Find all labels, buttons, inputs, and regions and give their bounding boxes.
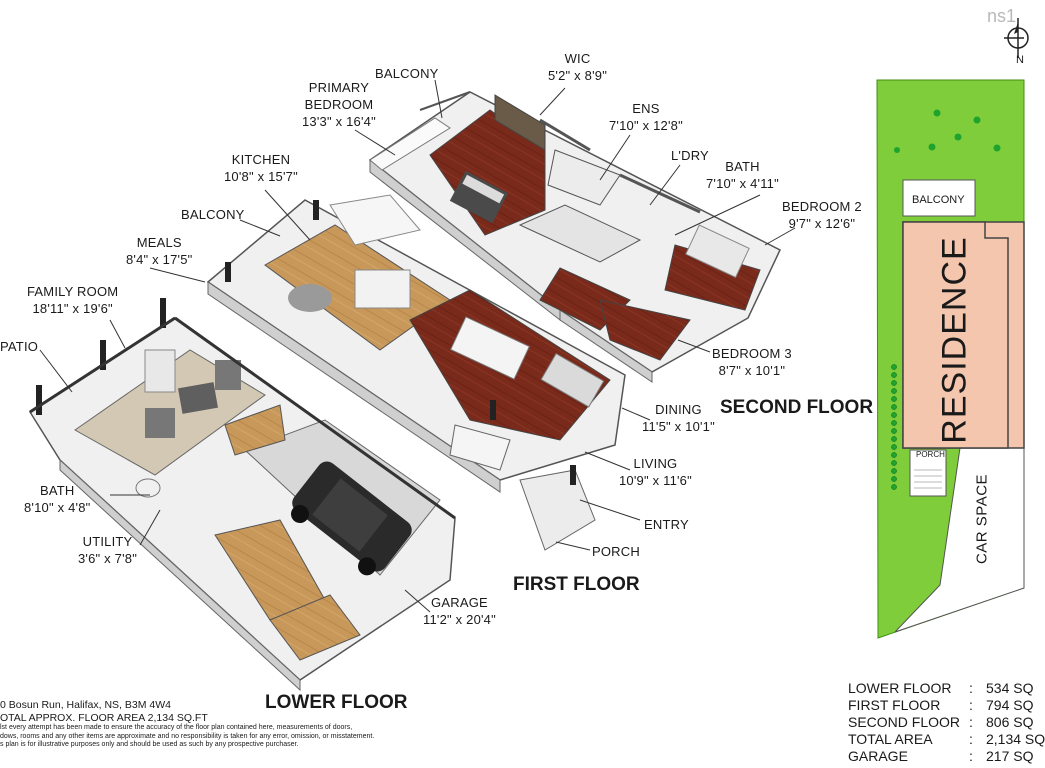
area-row-first: FIRST FLOOR : 794 SQ <box>848 697 1045 714</box>
room-dims: 10'8" x 15'7" <box>224 169 298 184</box>
site-balcony-label: BALCONY <box>912 194 965 206</box>
first-floor-plan <box>206 194 626 551</box>
room-label-ensuite: ENS 7'10" x 12'8" <box>609 100 683 134</box>
room-label-balcony-first: BALCONY <box>181 206 245 223</box>
area-separator: : <box>969 680 973 696</box>
footer-info: 0 Bosun Run, Halifax, NS, B3M 4W4 OTAL A… <box>0 699 374 750</box>
property-address: 0 Bosun Run, Halifax, NS, B3M 4W4 <box>0 699 171 711</box>
area-separator: : <box>969 714 973 730</box>
room-name: PATIO <box>0 339 39 354</box>
area-value: 794 SQ <box>986 697 1034 713</box>
area-value: 217 SQ <box>986 748 1034 764</box>
room-label-bath-lower: BATH 8'10" x 4'8" <box>24 482 90 516</box>
floor-title-first: FIRST FLOOR <box>513 574 640 595</box>
room-name: WIC <box>564 51 591 66</box>
room-dims: 18'11" x 19'6" <box>32 301 113 316</box>
area-summary-table: LOWER FLOOR : 534 SQ FIRST FLOOR : 794 S… <box>848 680 1045 765</box>
room-name: BEDROOM <box>304 97 374 112</box>
disclaimer-line: dows, rooms and any other items are appr… <box>0 732 375 740</box>
room-dims: 8'7" x 10'1" <box>718 363 786 378</box>
room-label-meals: MEALS 8'4" x 17'5" <box>126 234 192 268</box>
room-name: BALCONY <box>181 207 245 222</box>
floor-title-second: SECOND FLOOR <box>720 397 874 418</box>
area-separator: : <box>969 731 973 747</box>
room-name: FAMILY ROOM <box>27 284 119 299</box>
room-name: LIVING <box>633 456 678 471</box>
room-dims: 11'2" x 20'4" <box>423 612 496 627</box>
disclaimer-line: lst every attempt has been made to ensur… <box>0 724 353 731</box>
north-arrow-icon <box>1004 18 1029 58</box>
area-separator: : <box>969 697 973 713</box>
room-dims: 7'10" x 12'8" <box>609 118 683 133</box>
area-row-lower: LOWER FLOOR : 534 SQ <box>848 680 1045 697</box>
floor-plan-illustration <box>28 18 1029 692</box>
area-row-garage: GARAGE : 217 SQ <box>848 748 1045 765</box>
area-separator: : <box>969 748 973 764</box>
room-dims: 13'3" x 16'4" <box>302 114 376 129</box>
room-label-utility: UTILITY 3'6" x 7'8" <box>78 533 137 567</box>
room-name: UTILITY <box>82 534 133 549</box>
lower-floor-plan <box>28 298 456 692</box>
room-name: BEDROOM 2 <box>782 199 862 214</box>
disclaimer-line: s plan is for illustrative purposes only… <box>0 741 299 748</box>
room-dims: 3'6" x 7'8" <box>78 551 138 566</box>
room-name: L'DRY <box>671 148 709 163</box>
second-floor-plan <box>368 91 781 383</box>
room-label-entry: ENTRY <box>644 516 689 533</box>
room-dims: 10'9" x 11'6" <box>619 473 692 488</box>
room-label-patio: PATIO <box>0 338 38 355</box>
room-label-bedroom-2: BEDROOM 2 9'7" x 12'6" <box>782 198 862 232</box>
room-dims: 7'10" x 4'11" <box>706 176 779 191</box>
area-label: FIRST FLOOR <box>848 697 941 713</box>
area-value: 806 SQ <box>986 714 1034 730</box>
area-label: LOWER FLOOR <box>848 680 952 696</box>
room-dims: 11'5" x 10'1" <box>642 419 715 434</box>
area-label: GARAGE <box>848 748 908 764</box>
area-value: 2,134 SQ <box>986 731 1045 747</box>
room-label-bath-upper: BATH 7'10" x 4'11" <box>706 158 779 192</box>
area-row-second: SECOND FLOOR : 806 SQ <box>848 714 1045 731</box>
leader-lines <box>39 79 796 613</box>
room-name: MEALS <box>136 235 182 250</box>
room-label-primary-bedroom: PRIMARY BEDROOM 13'3" x 16'4" <box>302 79 376 130</box>
room-dims: 8'4" x 17'5" <box>126 252 193 267</box>
room-label-porch: PORCH <box>592 543 640 560</box>
room-name: GARAGE <box>431 595 488 610</box>
room-label-living: LIVING 10'9" x 11'6" <box>619 455 692 489</box>
site-car-space-label: CAR SPACE <box>973 473 991 565</box>
room-label-kitchen: KITCHEN 10'8" x 15'7" <box>224 151 298 185</box>
room-name: BATH <box>725 159 760 174</box>
site-porch-label: PORCH <box>916 450 945 459</box>
site-plan <box>876 79 1025 639</box>
room-name: BALCONY <box>375 66 439 81</box>
room-name: BEDROOM 3 <box>712 346 792 361</box>
room-name: ENTRY <box>644 517 689 532</box>
room-label-laundry: L'DRY <box>671 147 709 164</box>
total-floor-area: OTAL APPROX. FLOOR AREA 2,134 SQ.FT <box>0 711 208 724</box>
room-label-dining: DINING 11'5" x 10'1" <box>642 401 715 435</box>
brand-mark: ns1 <box>986 6 1016 26</box>
room-name: PORCH <box>592 544 640 559</box>
room-label-garage: GARAGE 11'2" x 20'4" <box>423 594 496 628</box>
room-name: DINING <box>655 402 702 417</box>
room-label-balcony-upper: BALCONY <box>375 65 439 82</box>
room-name: BATH <box>39 483 75 498</box>
room-name: KITCHEN <box>231 152 291 167</box>
room-dims: 5'2" x 8'9" <box>548 68 608 83</box>
floor-title-lower: LOWER FLOOR <box>265 692 408 713</box>
area-row-total: TOTAL AREA : 2,134 SQ <box>848 731 1045 748</box>
area-label: TOTAL AREA <box>848 731 933 747</box>
site-residence-label: RESIDENCE <box>935 236 974 444</box>
room-name: PRIMARY <box>308 80 370 95</box>
room-dims: 9'7" x 12'6" <box>788 216 856 231</box>
compass-north-label: N <box>1016 54 1024 66</box>
room-dims: 8'10" x 4'8" <box>24 500 91 515</box>
room-label-bedroom-3: BEDROOM 3 8'7" x 10'1" <box>712 345 792 379</box>
area-value: 534 SQ <box>986 680 1034 696</box>
area-label: SECOND FLOOR <box>848 714 961 730</box>
room-name: ENS <box>632 101 660 116</box>
room-label-family-room: FAMILY ROOM 18'11" x 19'6" <box>27 283 118 317</box>
room-label-wic: WIC 5'2" x 8'9" <box>548 50 607 84</box>
